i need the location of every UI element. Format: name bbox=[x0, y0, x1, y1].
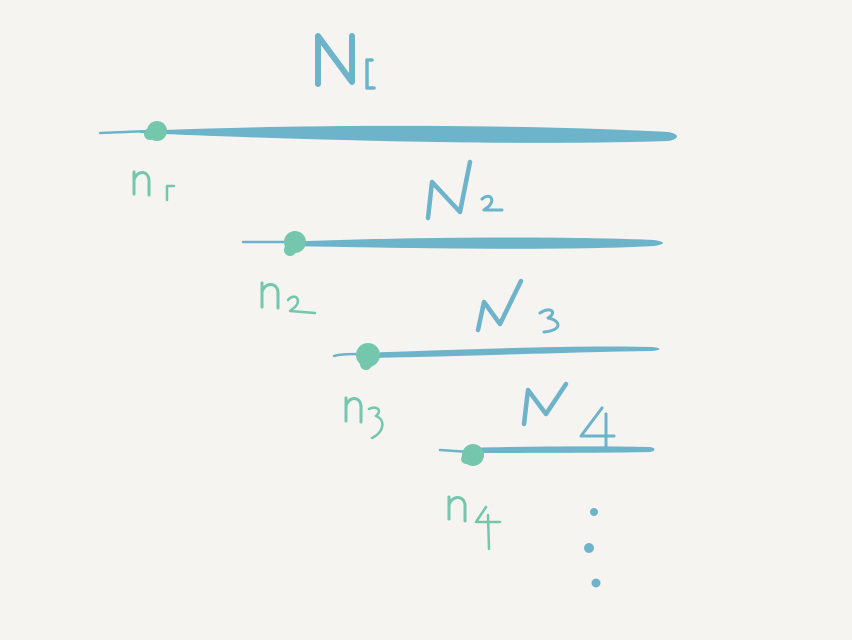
row-4: N4 n4 bbox=[438, 381, 655, 551]
point-label-n4: n4 bbox=[447, 495, 502, 551]
line-2 bbox=[241, 237, 663, 249]
point-n3 bbox=[356, 343, 380, 370]
point-label-n3: n3 bbox=[344, 396, 384, 440]
point-label-n1: n1 bbox=[132, 170, 176, 202]
row-2: N2 n2 bbox=[241, 159, 663, 315]
point-label-n2: n2 bbox=[260, 281, 317, 315]
line-label-N3: N3 bbox=[475, 278, 560, 334]
point-n4 bbox=[461, 444, 484, 466]
row-3: N3 n3 bbox=[332, 278, 660, 440]
line-3 bbox=[332, 346, 660, 358]
row-1: N1 n1 bbox=[98, 33, 677, 202]
point-n2 bbox=[284, 231, 306, 256]
line-label-N2: N2 bbox=[425, 159, 504, 221]
line-1 bbox=[98, 125, 677, 143]
point-n1 bbox=[144, 121, 167, 141]
line-label-N4: N4 bbox=[521, 381, 616, 448]
line-label-N1: N1 bbox=[315, 33, 376, 90]
continuation-dots: ⋮ bbox=[584, 508, 601, 588]
